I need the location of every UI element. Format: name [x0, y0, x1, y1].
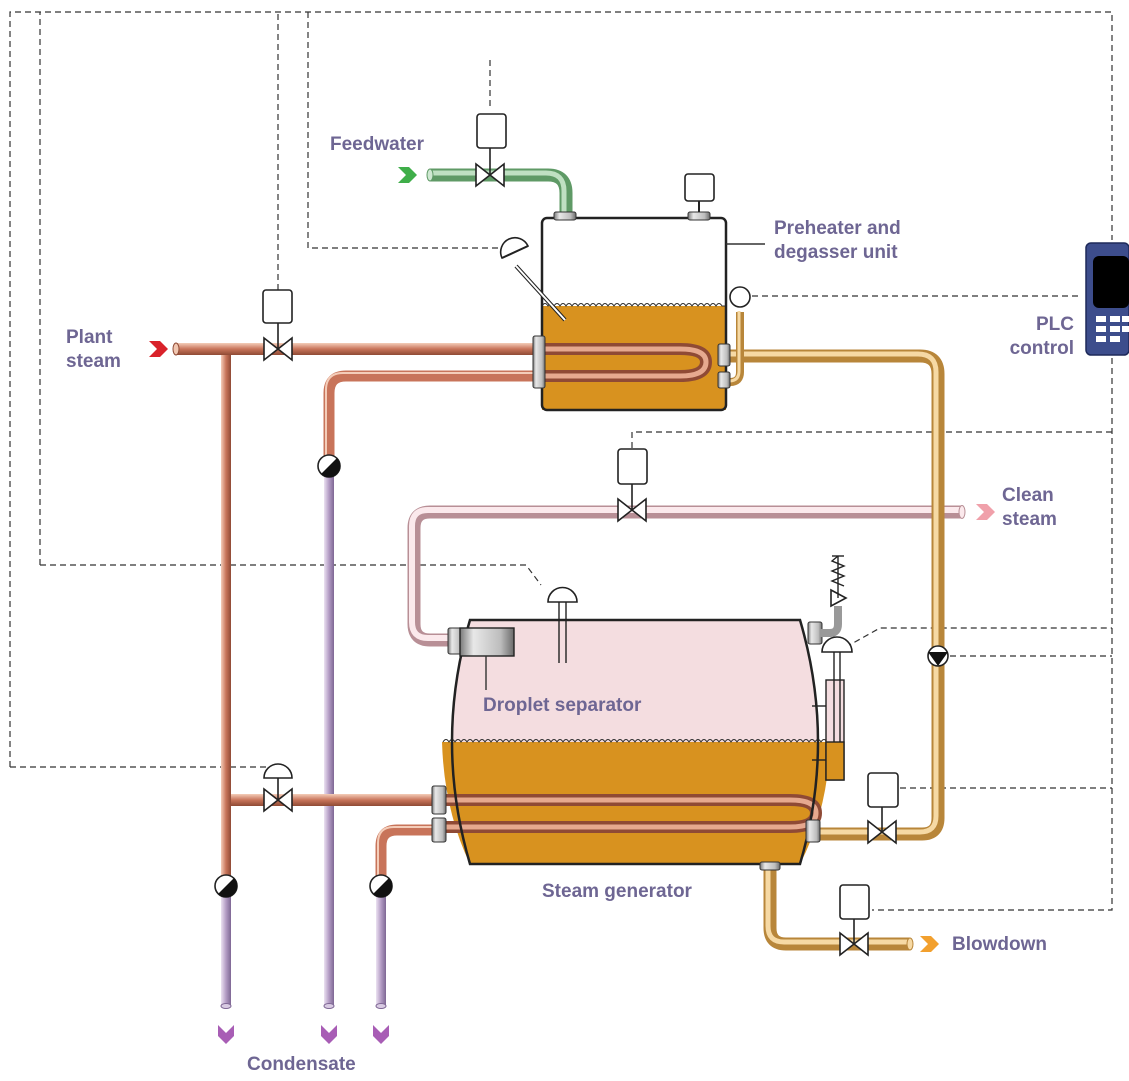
condensate-arrow-icon — [218, 1025, 234, 1044]
droplet-separator — [459, 627, 515, 690]
preheater-degasser-unit — [532, 211, 765, 412]
condensate-label: Condensate — [247, 1054, 356, 1075]
safety-valve-icon — [820, 555, 848, 637]
condensate-trap-icon — [369, 874, 393, 898]
plant-steam-label: Plant steam — [66, 326, 121, 374]
level-switch-icon — [729, 286, 751, 308]
pump-icon — [927, 645, 949, 667]
plc-label-line1: PLC — [1036, 314, 1074, 335]
condensate-trap-icon — [214, 874, 238, 898]
pressure-sensor-icon — [547, 586, 578, 663]
blowdown-valve — [839, 884, 870, 957]
clean-steam-valve — [617, 448, 648, 523]
feedwater-label: Feedwater — [330, 134, 424, 155]
blowdown-arrow-icon — [920, 936, 939, 952]
plant-steam-valve — [262, 289, 293, 362]
preheater-label-line2: degasser unit — [774, 242, 898, 263]
plant-steam-label-line2: steam — [66, 351, 121, 372]
preheater-label-line1: Preheater and — [774, 218, 901, 239]
feedwater-pipe — [426, 168, 573, 215]
generator-steam-valve — [263, 763, 293, 813]
blowdown-label: Blowdown — [952, 934, 1047, 955]
clean-steam-label: Clean steam — [1002, 484, 1057, 532]
hot-water-pipes — [726, 311, 945, 951]
clean-steam-label-line2: steam — [1002, 509, 1057, 530]
steam-generator-label: Steam generator — [542, 881, 692, 902]
clean-steam-pipe — [407, 505, 966, 647]
preheater-actuator-icon — [684, 173, 715, 212]
condensate-trap-icon — [317, 454, 341, 478]
clean-steam-arrow-icon — [976, 504, 995, 520]
plc-label-line2: control — [1009, 338, 1074, 359]
feedwater-valve — [475, 113, 507, 188]
plc-device-icon — [1085, 242, 1129, 356]
clean-steam-label-line1: Clean — [1002, 485, 1054, 506]
level-gauge-icon — [812, 636, 853, 781]
temperature-sensor-icon — [499, 236, 567, 322]
plc-control-label: PLC control — [1006, 313, 1074, 361]
control-lines — [9, 11, 1113, 911]
condensate-arrow-icon — [373, 1025, 389, 1044]
feed-control-valve — [867, 772, 899, 845]
feedwater-arrow-icon — [398, 167, 417, 183]
steam-generator-vessel — [431, 618, 830, 871]
plant-steam-label-line1: Plant — [66, 327, 113, 348]
condensate-arrow-icon — [321, 1025, 337, 1044]
condensate-pipes — [220, 470, 387, 1009]
preheater-label: Preheater and degasser unit — [774, 217, 901, 265]
plant-steam-arrow-icon — [149, 341, 168, 357]
droplet-separator-label: Droplet separator — [483, 695, 642, 716]
